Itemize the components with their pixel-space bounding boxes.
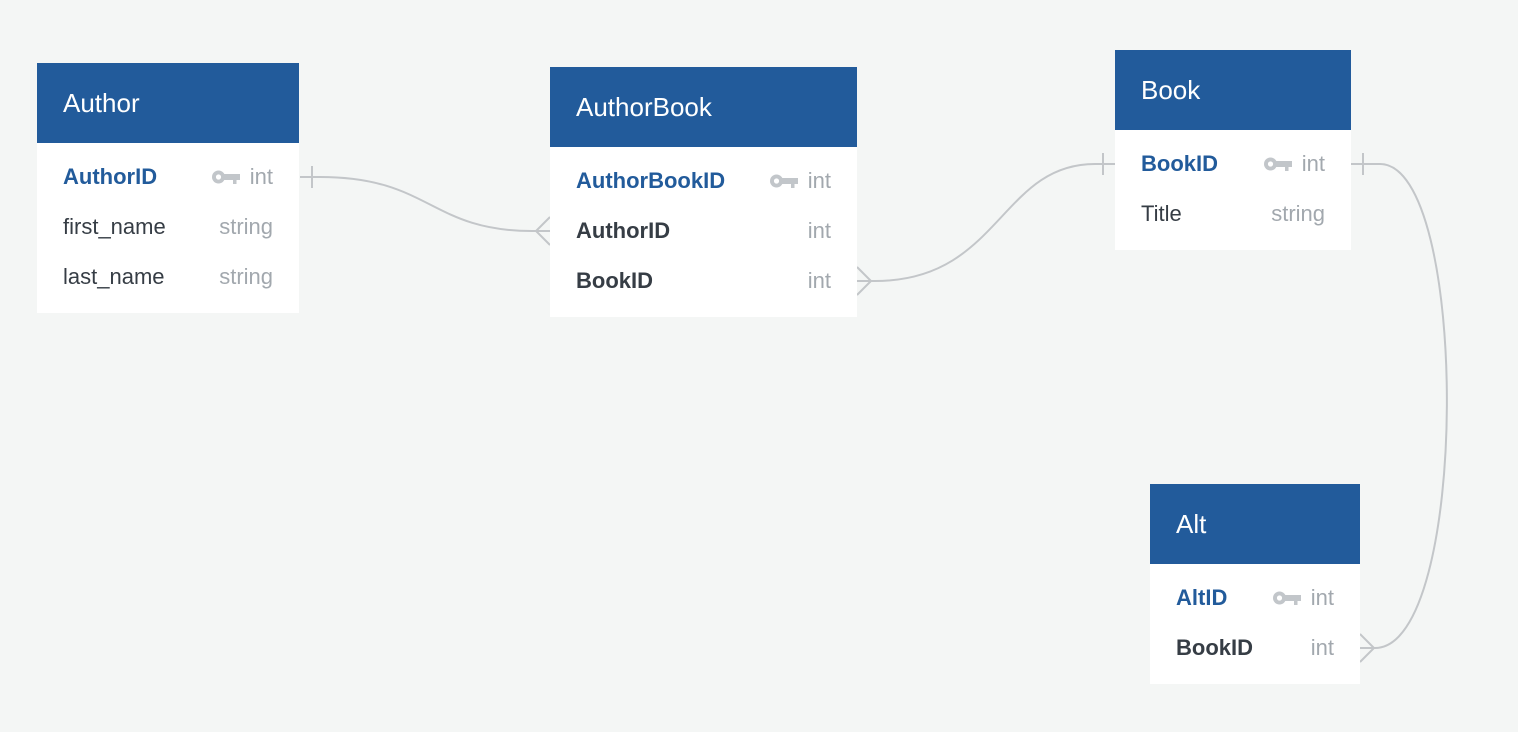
field-type-group: int	[769, 156, 831, 206]
relationship-book-alt[interactable]	[1351, 153, 1448, 663]
field-name: AuthorBookID	[576, 168, 726, 193]
key-icon	[211, 167, 241, 187]
field-type: int	[807, 168, 831, 193]
field-row[interactable]: AuthorID int	[37, 152, 299, 202]
table-fields: AuthorBookID int AuthorID int BookID int	[550, 147, 857, 317]
field-row[interactable]: AuthorID int	[550, 206, 857, 256]
field-row[interactable]: BookID int	[1150, 623, 1360, 673]
field-name: BookID	[1176, 635, 1253, 660]
table-fields: AltID int BookID int	[1150, 564, 1360, 684]
field-row[interactable]: last_name string	[37, 252, 299, 302]
table-fields: BookID int Title string	[1115, 130, 1351, 250]
field-name: Title	[1141, 201, 1182, 226]
field-type: string	[219, 264, 273, 289]
field-row[interactable]: BookID int	[550, 256, 857, 306]
field-row[interactable]: AuthorBookID int	[550, 156, 857, 206]
field-type-group: int	[808, 256, 831, 306]
field-type-group: int	[211, 152, 273, 202]
field-row[interactable]: first_name string	[37, 202, 299, 252]
field-type-group: string	[219, 202, 273, 252]
table-alt[interactable]: Alt AltID int BookID int	[1150, 484, 1360, 684]
field-row[interactable]: Title string	[1115, 189, 1351, 239]
table-title[interactable]: Author	[37, 63, 299, 143]
field-type: string	[219, 214, 273, 239]
field-type: int	[1301, 151, 1325, 176]
table-title[interactable]: Alt	[1150, 484, 1360, 564]
relationship-book-authorbook[interactable]	[856, 153, 1115, 296]
key-icon	[769, 171, 799, 191]
relationship-author-authorbook[interactable]	[300, 166, 551, 246]
field-type: int	[1310, 585, 1334, 610]
field-row[interactable]: BookID int	[1115, 139, 1351, 189]
field-type-group: int	[1263, 139, 1325, 189]
field-type: int	[807, 268, 831, 293]
field-name: last_name	[63, 264, 165, 289]
table-authorbook[interactable]: AuthorBook AuthorBookID int AuthorID int…	[550, 67, 857, 317]
field-type-group: string	[219, 252, 273, 302]
key-icon	[1272, 588, 1302, 608]
field-type: string	[1271, 201, 1325, 226]
field-row[interactable]: AltID int	[1150, 573, 1360, 623]
field-name: AltID	[1176, 585, 1228, 610]
field-name: first_name	[63, 214, 166, 239]
field-name: BookID	[576, 268, 653, 293]
field-type: int	[807, 218, 831, 243]
key-icon	[1263, 154, 1293, 174]
table-book[interactable]: Book BookID int Title string	[1115, 50, 1351, 250]
field-type-group: int	[808, 206, 831, 256]
table-fields: AuthorID int first_name string last_name…	[37, 143, 299, 313]
field-type: int	[1310, 635, 1334, 660]
field-name: BookID	[1141, 151, 1218, 176]
table-title[interactable]: AuthorBook	[550, 67, 857, 147]
table-author[interactable]: Author AuthorID int first_name string la…	[37, 63, 299, 313]
field-type-group: int	[1311, 623, 1334, 673]
field-type: int	[249, 164, 273, 189]
field-name: AuthorID	[576, 218, 671, 243]
table-title[interactable]: Book	[1115, 50, 1351, 130]
field-type-group: int	[1272, 573, 1334, 623]
field-type-group: string	[1271, 189, 1325, 239]
field-name: AuthorID	[63, 164, 158, 189]
